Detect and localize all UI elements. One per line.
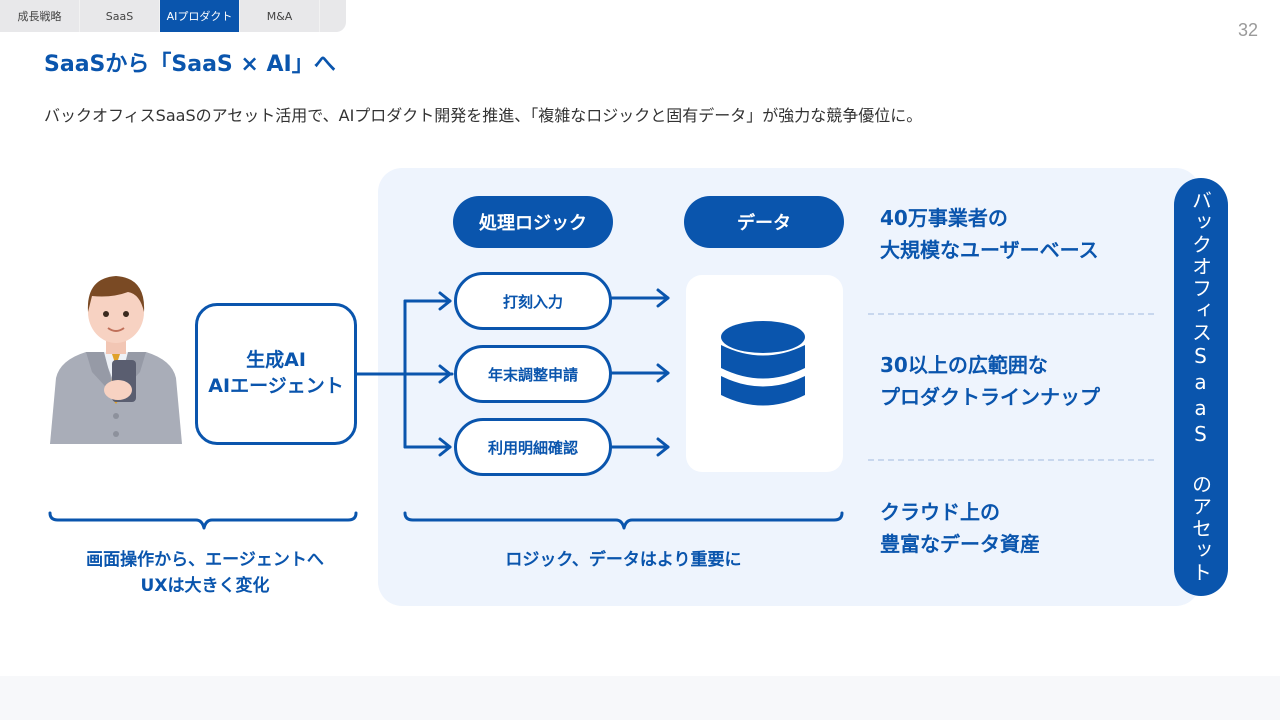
page-number: 32	[1237, 20, 1258, 40]
logic-item-clock-in: 打刻入力	[454, 272, 612, 330]
asset-data-line2: 豊富なデータ資産	[880, 532, 1040, 556]
arrowhead-icon	[438, 364, 452, 384]
businessperson-icon	[50, 276, 182, 444]
ux-caption-line2: UXは大きく変化	[140, 575, 270, 596]
arrowhead-icon	[656, 288, 670, 308]
asset-data-line1: クラウド上の	[880, 500, 1000, 524]
logic-header: 処理ロジック	[453, 196, 613, 248]
asset-product-lineup: 30以上の広範囲な プロダクトラインナップ	[880, 349, 1100, 413]
ux-caption-line1: 画面操作から、エージェントへ	[86, 550, 324, 570]
middle-brace	[403, 511, 844, 530]
database-icon	[721, 321, 805, 406]
asset-data: クラウド上の 豊富なデータ資産	[880, 496, 1040, 560]
asset-user-base-line1: 40万事業者の	[880, 206, 1008, 230]
backoffice-saas-assets-label: バックオフィスSaaS のアセット	[1174, 178, 1228, 596]
tab-ma[interactable]: M&A	[240, 0, 320, 32]
ux-change-caption: 画面操作から、エージェントへ UXは大きく変化	[40, 548, 370, 599]
ai-box-line1: 生成AI	[246, 349, 306, 372]
footer-bar	[0, 676, 1280, 720]
tab-ai-product[interactable]: AIプロダクト	[160, 0, 240, 32]
divider	[868, 313, 1154, 315]
tab-growth-strategy[interactable]: 成長戦略	[0, 0, 80, 32]
logic-data-caption: ロジック、データはより重要に	[505, 550, 742, 570]
logic-item-year-end-adjustment: 年末調整申請	[454, 345, 612, 403]
divider	[868, 459, 1154, 461]
asset-user-base-line2: 大規模なユーザーベース	[880, 238, 1099, 262]
section-tabs: 成長戦略 SaaS AIプロダクト M&A	[0, 0, 346, 32]
asset-user-base: 40万事業者の 大規模なユーザーベース	[880, 202, 1099, 266]
asset-product-lineup-line2: プロダクトラインナップ	[880, 385, 1100, 409]
left-brace	[48, 511, 358, 530]
arrowhead-icon	[438, 437, 452, 457]
arrowhead-icon	[656, 363, 670, 383]
arrowhead-icon	[656, 437, 670, 457]
page-title: SaaSから「SaaS × AI」へ	[44, 52, 336, 77]
arrowhead-icon	[438, 291, 452, 311]
data-header: データ	[684, 196, 844, 248]
ai-box-line2: AIエージェント	[208, 375, 344, 397]
asset-product-lineup-line1: 30以上の広範囲な	[880, 353, 1048, 377]
page-subtitle: バックオフィスSaaSのアセット活用で、AIプロダクト開発を推進、「複雑なロジッ…	[44, 106, 923, 125]
generative-ai-box: 生成AI AIエージェント	[195, 303, 357, 445]
tab-saas[interactable]: SaaS	[80, 0, 160, 32]
